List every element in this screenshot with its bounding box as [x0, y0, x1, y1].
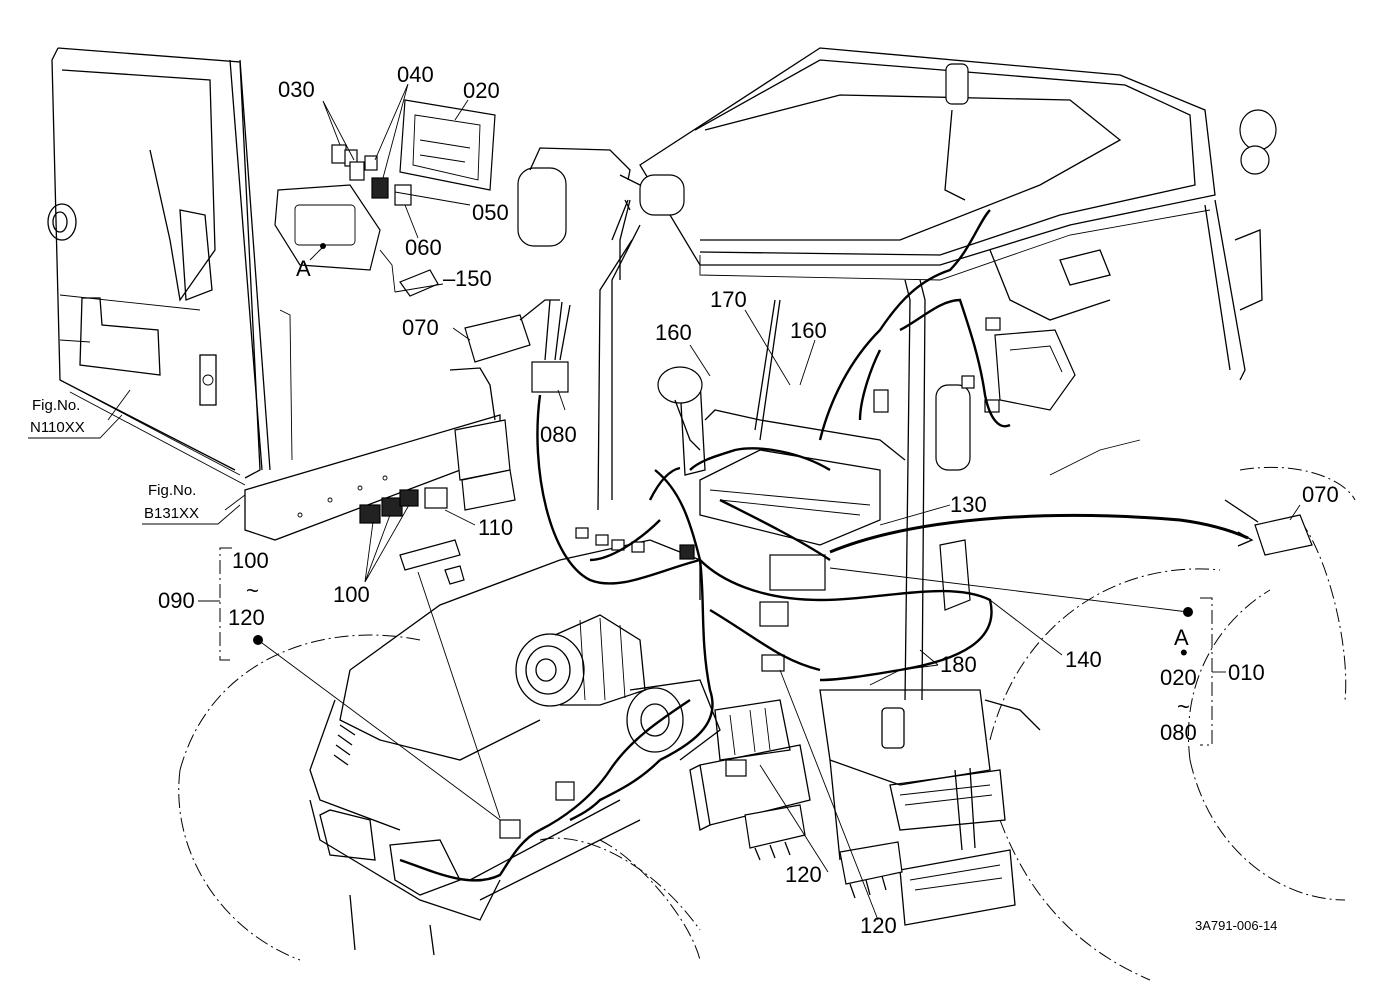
beacon-switch: [945, 63, 969, 105]
callout-100-group: 100: [232, 548, 269, 573]
marker-a-right: A: [1174, 625, 1189, 650]
callout-150-dash: –: [443, 266, 456, 291]
marker-a-left-dot: [320, 243, 326, 249]
fuse-holder-a: [274, 184, 381, 271]
callout-120-group: 120: [228, 605, 265, 630]
main-fuse-block: [769, 554, 826, 591]
interior-light: [657, 366, 703, 404]
leader-lines: [107, 83, 1301, 921]
wiring-harness: [399, 199, 1254, 882]
right-mirror: [935, 384, 971, 471]
callout-070-left: 070: [402, 315, 439, 340]
callout-080-left: 080: [540, 422, 577, 447]
wiper-motor: [994, 329, 1076, 411]
group-brackets: [219, 547, 1213, 746]
relay-050: [371, 177, 389, 199]
callout-160-b: 160: [790, 318, 827, 343]
callout-120-b: 120: [860, 913, 897, 938]
relay-120-b: [839, 841, 903, 885]
relay-100-a: [359, 504, 381, 524]
callout-140: 140: [1065, 647, 1102, 672]
relay-060: [394, 184, 412, 206]
door-switch: [939, 539, 971, 611]
marker-group-left-dot: [253, 635, 263, 645]
callout-170: 170: [710, 287, 747, 312]
relay-070-left: [464, 314, 531, 363]
callout-110: 110: [478, 515, 513, 540]
fig-label-2: Fig.No.: [148, 482, 196, 499]
callout-labels: 030 040 020 050 060 – 150 070 080 160 17…: [158, 62, 1339, 938]
tractor-outline: [47, 47, 1263, 956]
fig-code-1: N110XX: [30, 419, 85, 436]
callout-040: 040: [397, 62, 434, 87]
relay-120-a: [744, 804, 806, 849]
figure-references: Fig.No. N110XX Fig.No. B131XX: [28, 397, 241, 525]
callout-030: 030: [278, 77, 315, 102]
callout-090: 090: [158, 588, 195, 613]
callout-060: 060: [405, 235, 442, 260]
marker-a-left: A: [296, 256, 311, 281]
marker-group-right-dot: [1183, 607, 1193, 617]
callout-020-group: 020: [1160, 665, 1197, 690]
fig-label-1: Fig.No.: [32, 397, 80, 414]
callout-080-group: 080: [1160, 720, 1197, 745]
relay-bracket: [399, 539, 461, 571]
fuse-a: [331, 144, 347, 164]
marker-a-right-dot: •: [1180, 640, 1188, 665]
callout-050: 050: [472, 200, 509, 225]
callout-100-parts: 100: [333, 582, 370, 607]
relay-070-right: [1254, 514, 1313, 556]
callout-180: 180: [940, 652, 977, 677]
cab-mirrors-and-lights: [517, 63, 1277, 471]
callout-070-right: 070: [1302, 482, 1339, 507]
relay-110: [454, 419, 511, 481]
callout-130: 130: [950, 492, 987, 517]
callout-120-a: 120: [785, 862, 822, 887]
switch-150: [399, 269, 439, 297]
connector-block: [759, 601, 789, 627]
wheel-outlines: [178, 466, 1356, 981]
callout-150: 150: [455, 266, 492, 291]
relay-100-b: [381, 497, 403, 517]
right-work-light: [1239, 109, 1277, 151]
relay-100-c: [399, 489, 419, 507]
tilde-left: ~: [246, 578, 259, 603]
fuse-b: [349, 161, 365, 181]
callout-160-a: 160: [655, 320, 692, 345]
drawing-code: 3A791-006-14: [1195, 918, 1277, 933]
connector-080-left: [531, 361, 569, 393]
left-work-light: [639, 174, 685, 216]
antenna: [754, 299, 781, 441]
fig-code-2: B131XX: [144, 505, 199, 522]
left-mirror: [517, 167, 567, 247]
callout-020-top: 020: [463, 78, 500, 103]
callout-010: 010: [1228, 660, 1265, 685]
tilde-right: ~: [1177, 694, 1190, 719]
